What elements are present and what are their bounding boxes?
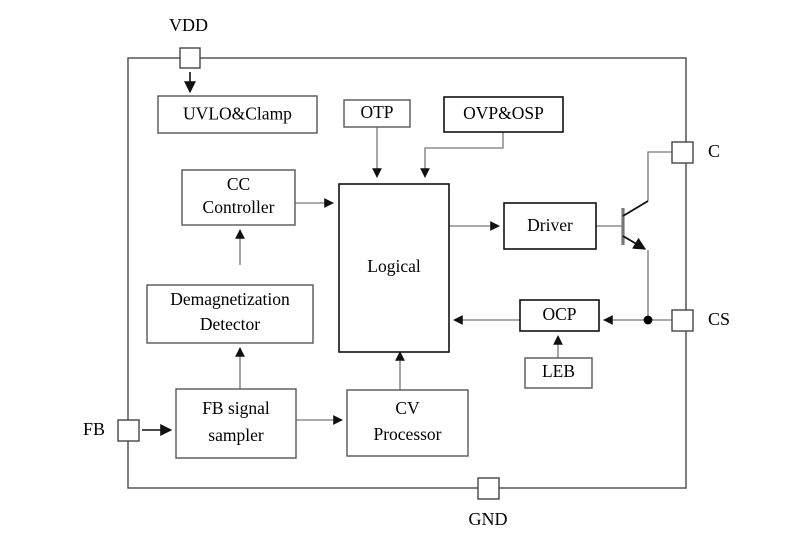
block-fbsamp-label-line2: sampler (208, 425, 264, 445)
pin-gnd-label: GND (469, 509, 508, 529)
block-otp-label: OTP (360, 102, 393, 122)
block-demag-label-line1: Demagnetization (170, 289, 290, 309)
block-leb[interactable]: LEB (524, 357, 593, 389)
block-driver-label: Driver (527, 215, 573, 235)
block-ocp-label: OCP (542, 304, 576, 324)
pin-gnd[interactable]: GND (469, 477, 508, 529)
block-otp[interactable]: OTP (343, 99, 411, 128)
block-logical[interactable]: Logical (338, 183, 450, 353)
block-demagnetization-detector[interactable]: Demagnetization Detector (146, 284, 314, 344)
block-ocp[interactable]: OCP (519, 299, 600, 332)
pin-c-label: C (708, 141, 720, 161)
npn-transistor-icon (621, 200, 649, 250)
block-cc-controller[interactable]: CC Controller (181, 169, 296, 226)
block-cvproc-label-line2: Processor (373, 424, 441, 444)
pin-fb-label: FB (83, 419, 105, 439)
block-cvproc-label-line1: CV (395, 398, 420, 418)
pin-c[interactable]: C (671, 141, 720, 164)
pin-vdd[interactable]: VDD (169, 15, 208, 69)
pin-cs[interactable]: CS (671, 309, 730, 332)
block-fb-signal-sampler[interactable]: FB signal sampler (175, 388, 297, 459)
junction-dot-cs (643, 315, 653, 325)
block-ovp-osp[interactable]: OVP&OSP (443, 96, 564, 133)
block-cc-controller-label-line2: Controller (203, 197, 275, 217)
block-cv-processor[interactable]: CV Processor (346, 389, 469, 457)
block-leb-label: LEB (542, 361, 575, 381)
chip-outline (127, 57, 687, 489)
block-uvlo-clamp[interactable]: UVLO&Clamp (157, 95, 318, 134)
pin-cs-label: CS (708, 309, 730, 329)
block-demag-label-line2: Detector (200, 314, 260, 334)
block-cc-controller-label-line1: CC (227, 174, 250, 194)
wire-collector-to-c-pin (647, 151, 672, 201)
pin-vdd-label: VDD (169, 15, 208, 35)
block-fbsamp-label-line1: FB signal (202, 398, 270, 418)
wire-ovp-to-logical (420, 132, 504, 178)
block-driver[interactable]: Driver (503, 202, 597, 250)
block-ovp-osp-label: OVP&OSP (463, 103, 544, 123)
pin-fb[interactable]: FB (83, 419, 140, 442)
block-uvlo-clamp-label: UVLO&Clamp (183, 104, 292, 124)
block-logical-label: Logical (367, 256, 421, 276)
